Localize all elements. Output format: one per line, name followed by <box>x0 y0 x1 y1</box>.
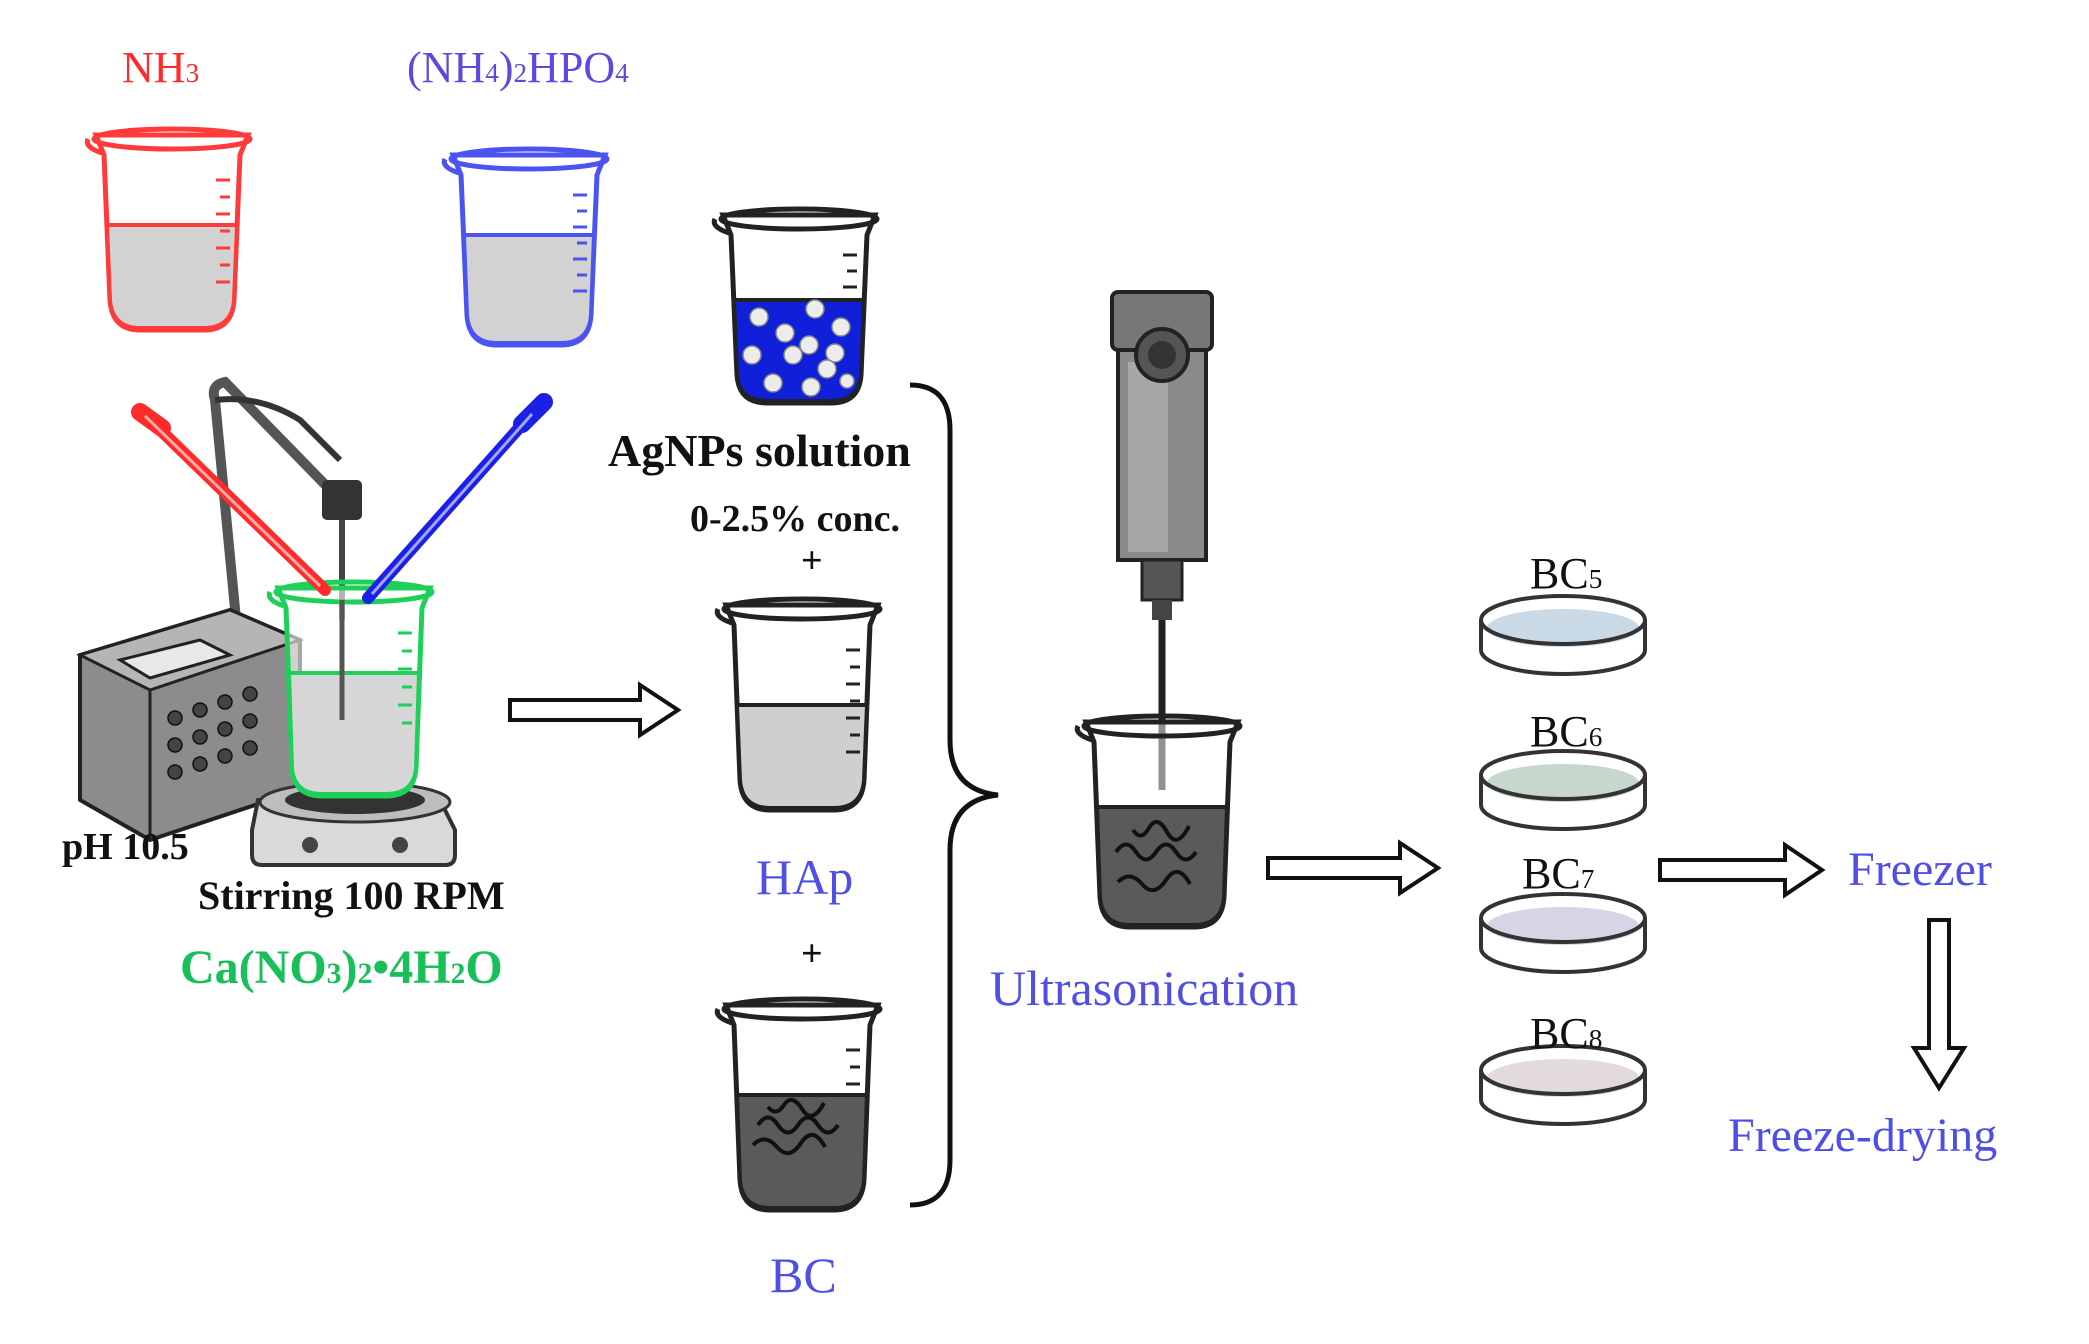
arrow-right-icon <box>1266 839 1442 897</box>
calcium-sub: 2 <box>450 957 466 990</box>
phosphate-sub: 4 <box>485 58 499 88</box>
hap-beaker-icon <box>714 596 883 813</box>
freeze-drying-label: Freeze-drying <box>1728 1109 1998 1162</box>
stirring-label: Stirring 100 RPM <box>198 873 505 918</box>
sample-label: BC6 <box>1530 710 1602 754</box>
arrow-down-icon <box>1910 918 1968 1092</box>
ph-label: pH 10.5 <box>62 826 189 868</box>
bc-label: BC <box>770 1247 837 1303</box>
agnps-beaker-icon <box>711 206 880 406</box>
sample-label-main: BC <box>1522 849 1581 898</box>
calcium-sub: 2 <box>357 957 373 990</box>
petri-dish-stack <box>1479 594 1647 1126</box>
petri-dish-icon <box>1479 594 1647 676</box>
curly-brace-icon <box>909 382 999 1208</box>
nh3-label: NH3 <box>122 46 199 90</box>
freezer-label: Freezer <box>1848 843 1992 896</box>
blue-pipette-icon <box>362 393 553 604</box>
phosphate-label: (NH4)2HPO4 <box>407 46 629 90</box>
hap-label: HAp <box>756 849 854 905</box>
calcium-sub: 3 <box>326 957 342 990</box>
calcium-part: Ca(NO <box>180 941 327 994</box>
plus-sign: + <box>801 933 823 975</box>
red-pipette-icon <box>131 403 331 596</box>
sonication-beaker-icon <box>1074 713 1243 930</box>
sample-label-sub: 7 <box>1580 864 1595 894</box>
sample-label-main: BC <box>1530 549 1589 598</box>
nh3-label-main: NH <box>122 43 186 92</box>
arrow-right-icon <box>508 681 682 739</box>
sonicator-probe-icon <box>1110 290 1214 790</box>
phosphate-beaker-icon <box>441 146 610 348</box>
calcium-beaker-icon <box>266 579 435 799</box>
petri-dish-icon <box>1479 749 1647 831</box>
sample-label-main: BC <box>1530 1009 1589 1058</box>
conc-label: 0-2.5% conc. <box>690 498 901 540</box>
sample-label-main: BC <box>1530 707 1589 756</box>
bc-beaker-icon <box>714 996 883 1213</box>
petri-dish-icon <box>1479 1044 1647 1126</box>
calcium-part: •4H <box>372 941 451 994</box>
phosphate-sub: 4 <box>615 58 629 88</box>
ph-meter-icon <box>75 376 362 843</box>
arrow-right-icon <box>1658 841 1826 899</box>
ultrasonication-label: Ultrasonication <box>990 960 1299 1016</box>
phosphate-part: (NH <box>407 43 486 92</box>
phosphate-sub: 2 <box>513 58 528 88</box>
sample-label-sub: 6 <box>1588 722 1603 752</box>
sample-label: BC7 <box>1522 852 1594 896</box>
calcium-part: O <box>465 941 503 994</box>
plus-sign: + <box>801 540 823 582</box>
phosphate-part: HPO <box>527 43 616 92</box>
petri-dish-icon <box>1479 892 1647 974</box>
nanoparticle-icon <box>742 299 855 397</box>
agnps-label: AgNPs solution <box>608 425 911 476</box>
sample-label-sub: 5 <box>1588 564 1603 594</box>
nh3-beaker-icon <box>84 126 253 333</box>
sample-label: BC5 <box>1530 552 1602 596</box>
sample-label-sub: 8 <box>1588 1024 1603 1054</box>
sample-label: BC8 <box>1530 1012 1602 1056</box>
nh3-label-sub: 3 <box>185 58 200 88</box>
calcium-label: Ca(NO3)2•4H2O <box>180 944 503 992</box>
calcium-part: ) <box>341 941 358 994</box>
phosphate-part: ) <box>498 43 514 92</box>
